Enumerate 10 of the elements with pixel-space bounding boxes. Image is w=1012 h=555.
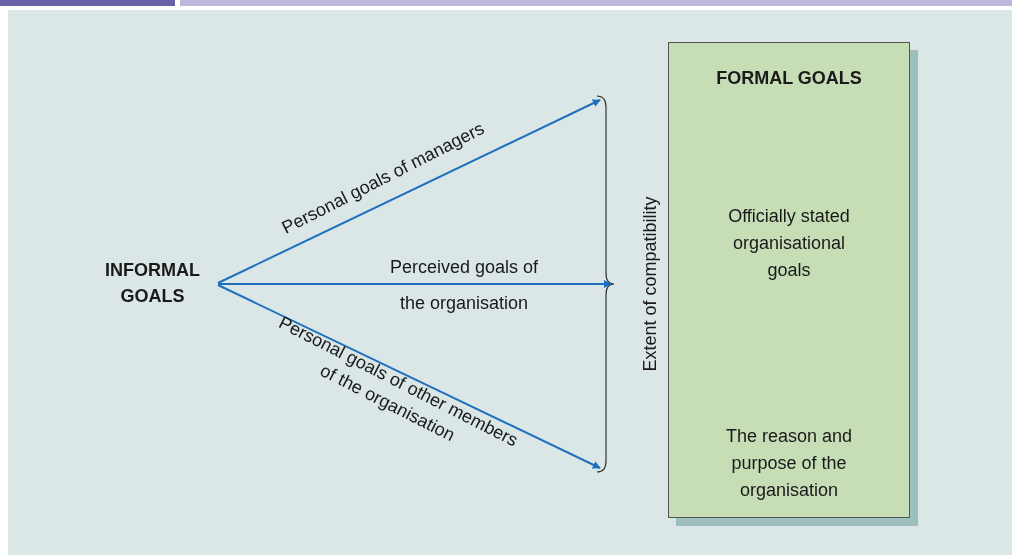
- goal-box: [668, 42, 910, 518]
- arrow: [217, 284, 601, 469]
- arrow: [217, 280, 612, 288]
- edge-label: Perceived goals of the organisation: [388, 256, 540, 315]
- bracket-label: Extent of compatibility: [639, 196, 661, 372]
- node-text: INFORMAL GOALS: [90, 257, 215, 309]
- arrow: [217, 99, 601, 284]
- box-heading: FORMAL GOALS: [715, 67, 863, 90]
- box-text: Officially stated organisational goals: [727, 205, 851, 282]
- box-text: The reason and purpose of the organisation: [724, 425, 854, 502]
